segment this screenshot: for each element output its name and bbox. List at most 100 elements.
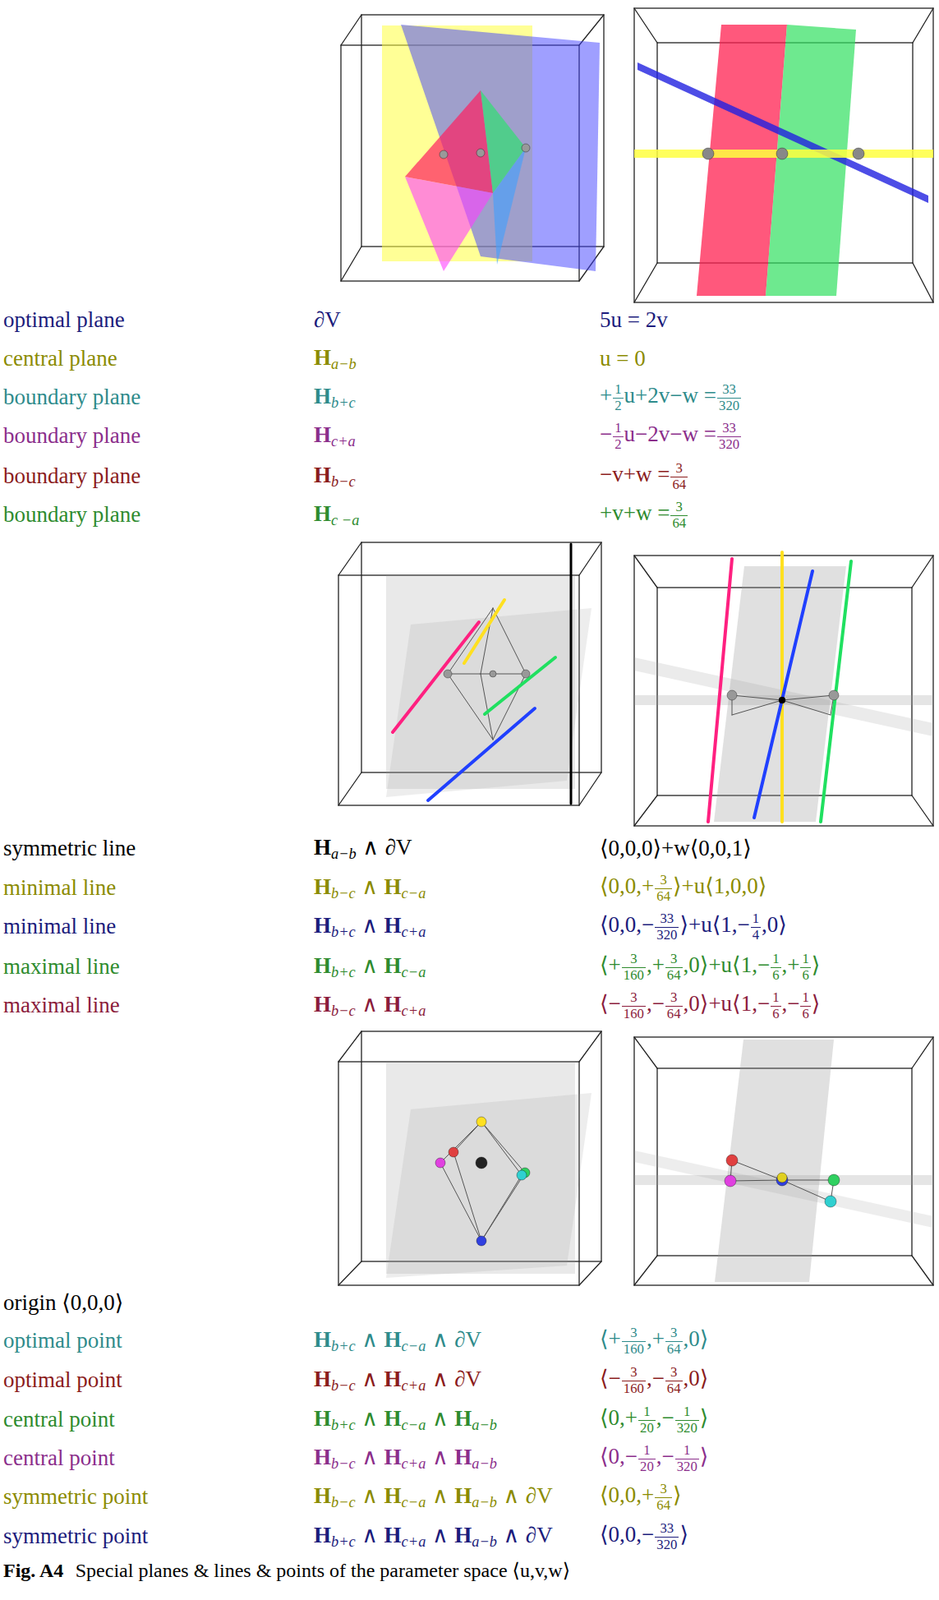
polytope-edge	[447, 607, 493, 674]
row-label: boundary plane	[3, 384, 141, 410]
equation: ,−	[656, 1404, 675, 1430]
text-row: Hb+c∧Hc−a	[313, 952, 426, 982]
symmetric-line	[570, 543, 573, 804]
denominator: 6	[800, 1006, 811, 1022]
polytope-edge	[782, 1179, 834, 1181]
operator: ∧	[361, 1405, 378, 1431]
equation: ⟩	[672, 1482, 682, 1507]
fraction: 33320	[717, 382, 742, 414]
operator: ∧	[503, 1482, 521, 1508]
polytope-edge	[480, 673, 493, 740]
equation: ⟩	[679, 1521, 689, 1547]
plane-symbol: H	[454, 1482, 472, 1508]
denominator: 64	[665, 1341, 683, 1357]
text-row: origin ⟨0,0,0⟩	[3, 1288, 124, 1317]
point-marker	[476, 1235, 487, 1246]
text-row: Hc −a	[313, 500, 360, 530]
numerator: 1	[800, 951, 811, 967]
denominator: 320	[717, 398, 742, 414]
fraction: 16	[770, 989, 781, 1022]
text-row: ⟨0,0,−33320⟩+u⟨1,−14,0⟩	[599, 911, 788, 943]
equation: ⟩	[811, 952, 821, 977]
numerator: 3	[654, 872, 673, 889]
denominator: 160	[621, 1006, 646, 1022]
text-row: Hb−c∧Hc+a∧Ha−b	[313, 1443, 498, 1473]
equation: ⟨+	[599, 1325, 622, 1351]
plane-symbol: H	[313, 991, 332, 1017]
minimal-line	[780, 552, 784, 822]
row-label: origin ⟨0,0,0⟩	[3, 1289, 124, 1315]
row-label: optimal point	[3, 1367, 123, 1392]
formula-symbol: ∂V	[313, 307, 341, 332]
optimal-plane	[400, 24, 600, 272]
equation: ⟩	[811, 990, 821, 1016]
point-marker	[475, 1156, 488, 1169]
fraction: 16	[800, 951, 811, 983]
fraction: 33320	[654, 1520, 679, 1552]
equation: ,−	[646, 1365, 665, 1391]
denominator: 20	[638, 1459, 656, 1474]
box-edge	[338, 1031, 362, 1062]
fraction: 3160	[621, 989, 646, 1022]
plane-face	[405, 176, 493, 272]
denominator: 64	[665, 1006, 683, 1022]
plane-face	[405, 90, 493, 194]
numerator: 3	[654, 1481, 673, 1497]
fraction: 16	[800, 989, 811, 1022]
equation: ⟨+	[599, 952, 622, 977]
numerator: 3	[665, 1364, 683, 1381]
subscript: c−a	[401, 1416, 427, 1433]
text-row: ⟨+3160,+364,0⟩	[599, 1325, 709, 1357]
denominator: 320	[675, 1459, 700, 1474]
equation: ⟨0,0,0⟩+w⟨0,0,1⟩	[599, 835, 752, 861]
box-edge	[911, 1036, 934, 1068]
text-row: symmetric point	[3, 1522, 148, 1551]
numerator: 1	[612, 420, 623, 437]
formula-symbol: ∂V	[454, 1326, 482, 1352]
equation: ⟨0,0,−	[599, 1521, 654, 1547]
polytope-edge	[453, 1121, 482, 1152]
text-row: +v+w =364	[599, 499, 689, 531]
operator: ∧	[361, 1522, 378, 1547]
subscript: c−a	[401, 963, 427, 981]
operator: ∧	[361, 1326, 378, 1352]
operator: ∧	[503, 1522, 521, 1547]
point-marker	[516, 1169, 527, 1180]
box-edge	[338, 772, 362, 806]
row-label: optimal point	[3, 1327, 123, 1353]
formula-symbol: ∂V	[454, 1366, 482, 1391]
subscript: b−c	[331, 1454, 356, 1472]
text-row: Hb−c∧Hc+a	[313, 990, 426, 1021]
box-edge	[579, 772, 602, 806]
equation: ⟨−	[599, 1365, 622, 1391]
denominator: 2	[612, 437, 623, 452]
equation: ,+	[646, 952, 665, 977]
denominator: 160	[621, 967, 646, 983]
operator: ∧	[361, 1444, 378, 1469]
plane-symbol: H	[384, 874, 402, 899]
equation: ,0⟩	[683, 1325, 709, 1351]
box-edge	[338, 542, 362, 576]
text-row: ⟨0,0,0⟩+w⟨0,0,1⟩	[599, 834, 752, 863]
equation: ,−	[646, 990, 665, 1016]
point-marker	[476, 148, 485, 157]
text-row: ⟨0,0,−33320⟩	[599, 1520, 689, 1552]
fraction: 12	[612, 420, 623, 452]
text-row: maximal line	[3, 952, 120, 981]
box-edge	[634, 1255, 658, 1285]
text-row: central point	[3, 1405, 116, 1434]
denominator: 64	[670, 477, 688, 493]
plane-symbol: H	[313, 874, 332, 899]
box-edge	[911, 555, 934, 588]
polytope-edge	[447, 673, 493, 740]
plane-face	[714, 1039, 834, 1282]
equation: ⟩	[699, 1443, 709, 1469]
equation: u−2v−w =	[624, 421, 717, 447]
plane-symbol: H	[384, 1444, 402, 1469]
equation: ⟨0,0,+	[599, 873, 654, 898]
box-edge	[634, 262, 658, 303]
operator: ∧	[361, 874, 378, 899]
equation: ⟨0,0,−	[599, 911, 654, 937]
plane-symbol: H	[313, 1482, 332, 1508]
row-label: minimal line	[3, 913, 116, 939]
